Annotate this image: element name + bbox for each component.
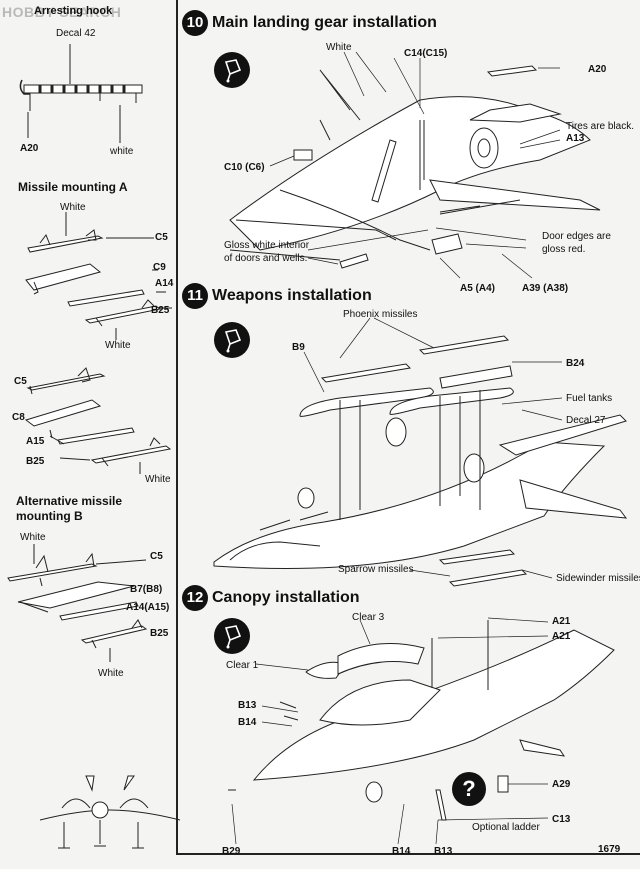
watermark: HOBBY SEARCH: [2, 4, 122, 20]
b24-label: B24: [566, 358, 585, 369]
a20-hook-label: A20: [20, 143, 39, 154]
tires-black-label: Tires are black.: [566, 121, 634, 132]
optional-ladder-label: Optional ladder: [472, 822, 540, 833]
white-label-1: White: [60, 202, 86, 213]
a29-label: A29: [552, 779, 571, 790]
b13-label-2: B13: [434, 846, 453, 857]
glue-bottle-icon: [214, 322, 250, 358]
gloss-white-label-2: of doors and wells.: [224, 253, 308, 264]
a39-a38-label: A39 (A38): [522, 283, 569, 294]
b14-label-2: B14: [392, 846, 411, 857]
a5-a4-label: A5 (A4): [460, 283, 496, 294]
f14-front-view-drawing: [39, 775, 181, 849]
step-12-title-text: Canopy installation: [212, 589, 360, 606]
leader-lines: [231, 51, 563, 845]
step-12-number: 12: [182, 585, 208, 611]
clear-3-label: Clear 3: [352, 612, 385, 623]
missile-b-drawing: [7, 544, 148, 662]
decal-42-label: Decal 42: [56, 28, 96, 39]
panel-divider: [176, 0, 178, 855]
b25-label-2: B25: [26, 456, 45, 467]
c5-label-1: C5: [155, 232, 168, 243]
c8-label: C8: [12, 412, 25, 423]
a13-label: A13: [566, 133, 585, 144]
missile-a2-drawing: [24, 367, 172, 474]
b25-label-1: B25: [151, 305, 170, 316]
step-10-title: 10 Main landing gear installation: [182, 10, 437, 36]
c14-c15-label: C14(C15): [404, 48, 448, 59]
missile-mounting-a-header: Missile mounting A: [18, 180, 128, 194]
white-label-5: White: [98, 668, 124, 679]
kit-number: 1679: [598, 844, 621, 855]
a20-step10-label: A20: [588, 64, 607, 75]
phoenix-missiles-label: Phoenix missiles: [343, 309, 418, 320]
c10-c6-label: C10 (C6): [224, 162, 265, 173]
b7-b8-label: B7(B8): [130, 584, 163, 595]
a21-label-1: A21: [552, 616, 571, 627]
arresting-hook-label: Arresting hook: [34, 5, 113, 17]
step-12-title: 12 Canopy installation: [182, 585, 360, 611]
white-label-3: White: [145, 474, 171, 485]
step-11-title-text: Weapons installation: [212, 287, 372, 304]
white-label-4: White: [20, 532, 46, 543]
c5-label-2: C5: [14, 376, 27, 387]
decal-27-label: Decal 27: [566, 415, 606, 426]
step-11-title: 11 Weapons installation: [182, 283, 372, 309]
clear-1-label: Clear 1: [226, 660, 259, 671]
b14-label-1: B14: [238, 717, 257, 728]
b9-label: B9: [292, 342, 305, 353]
white-label-2: White: [105, 340, 131, 351]
white-hook-label: white: [110, 146, 134, 157]
alt-missile-header-1: Alternative missile: [16, 494, 123, 508]
step10-aircraft-drawing: [229, 65, 601, 269]
b25-label-3: B25: [150, 628, 169, 639]
step10-white-label: White: [326, 42, 352, 53]
missile-a-drawing: [25, 212, 172, 340]
a14-label-1: A14: [155, 278, 174, 289]
glue-bottle-icon: [214, 618, 250, 654]
alt-missile-header-2: mounting B: [16, 509, 83, 523]
question-mark-icon: ?: [452, 772, 486, 806]
step-11-number: 11: [182, 283, 208, 309]
c5-label-3: C5: [150, 551, 163, 562]
panel-bottom-border: [176, 853, 640, 855]
b29-label: B29: [222, 846, 241, 857]
step11-aircraft-drawing: [213, 335, 628, 587]
a15-label: A15: [26, 436, 45, 447]
sparrow-missiles-label: Sparrow missiles: [338, 564, 414, 575]
a21-label-2: A21: [552, 631, 571, 642]
a14-a15-label: A14(A15): [126, 602, 170, 613]
arresting-hook-drawing: [19, 44, 143, 143]
c9-label: C9: [153, 262, 166, 273]
sidewinder-missiles-label: Sidewinder missiles: [556, 573, 640, 584]
b13-label-1: B13: [238, 700, 257, 711]
step12-aircraft-drawing: [228, 620, 615, 821]
step-10-number: 10: [182, 10, 208, 36]
c13-label: C13: [552, 814, 571, 825]
fuel-tanks-label: Fuel tanks: [566, 393, 613, 404]
door-edges-label-1: Door edges are: [542, 231, 611, 242]
door-edges-label-2: gloss red.: [542, 244, 586, 255]
glue-bottle-icon: [214, 52, 250, 88]
step-10-title-text: Main landing gear installation: [212, 14, 437, 31]
gloss-white-label-1: Gloss white interior: [224, 240, 310, 251]
